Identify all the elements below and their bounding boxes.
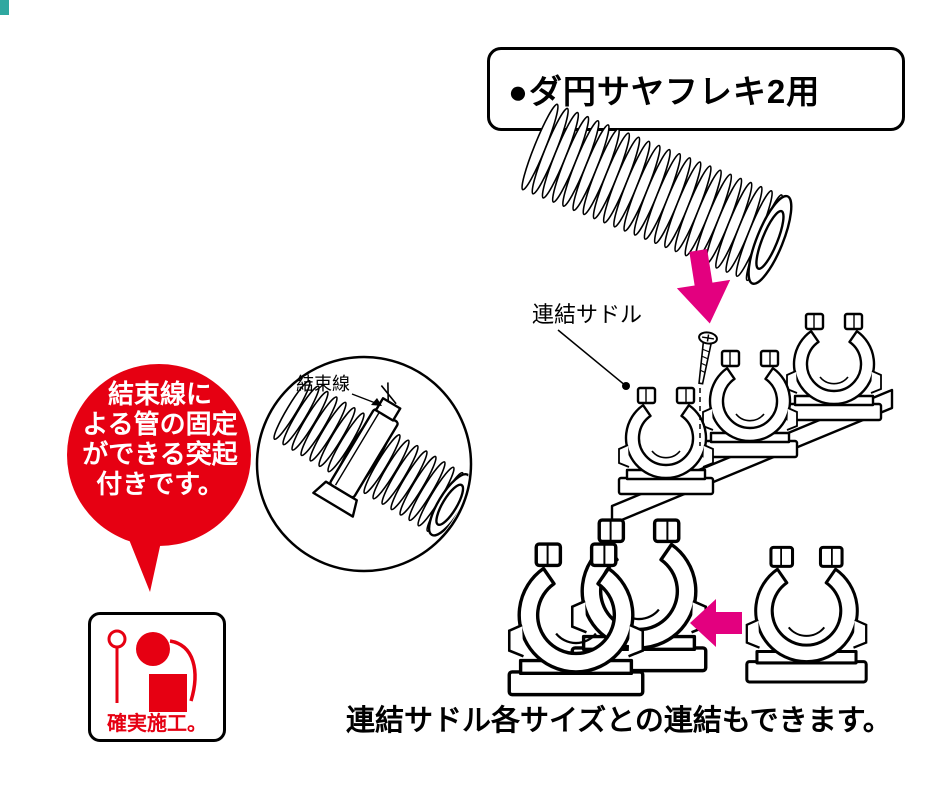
bubble-line-1: 結束線に [107,379,212,409]
arrow-down-icon [676,249,731,324]
arrow-left-icon [690,599,742,647]
binding-wire-label: 結束線 [296,374,350,394]
callout-pipe [269,377,469,537]
speech-bubble [67,364,251,592]
callout-saddle-band [312,397,402,518]
wire-label-arrowhead [371,398,382,406]
saddle-label: 連結サドル [532,302,643,327]
product-heading: ●ダ円サヤフレキ2用 [508,73,821,110]
saddle-rail-assembly-illustration [610,312,894,526]
bubble-line-3: ができる突起 [82,439,238,469]
flex-pipe-body [516,101,793,285]
saddle-back [785,312,883,422]
binding-wire [380,382,397,405]
size-connection-illustration [507,518,868,697]
flex-pipe-illustration [516,101,793,285]
speech-bubble-tail [118,512,164,592]
speech-bubble-text: 結束線に よる管の固定 ができる突起 付きです。 [62,379,258,499]
bubble-line-4: 付きです。 [96,469,224,499]
badge-caption: 確実施工。 [107,713,207,735]
screw-icon [690,330,719,386]
saddle-label-leader [557,329,630,390]
bottom-caption: 連結サドル各サイズとの連結もできます。 [346,705,892,737]
saddle-middle [701,349,799,459]
bubble-line-2: よる管の固定 [82,409,238,439]
pipe-end-bore [755,209,785,270]
construction-mark-icon [107,629,197,712]
crop-corner-mark [0,0,9,15]
saddle-front [617,386,715,496]
construction-badge: 確実施工。 [88,612,226,742]
binding-wire-detail-callout [255,355,473,573]
small-saddle [745,545,868,684]
